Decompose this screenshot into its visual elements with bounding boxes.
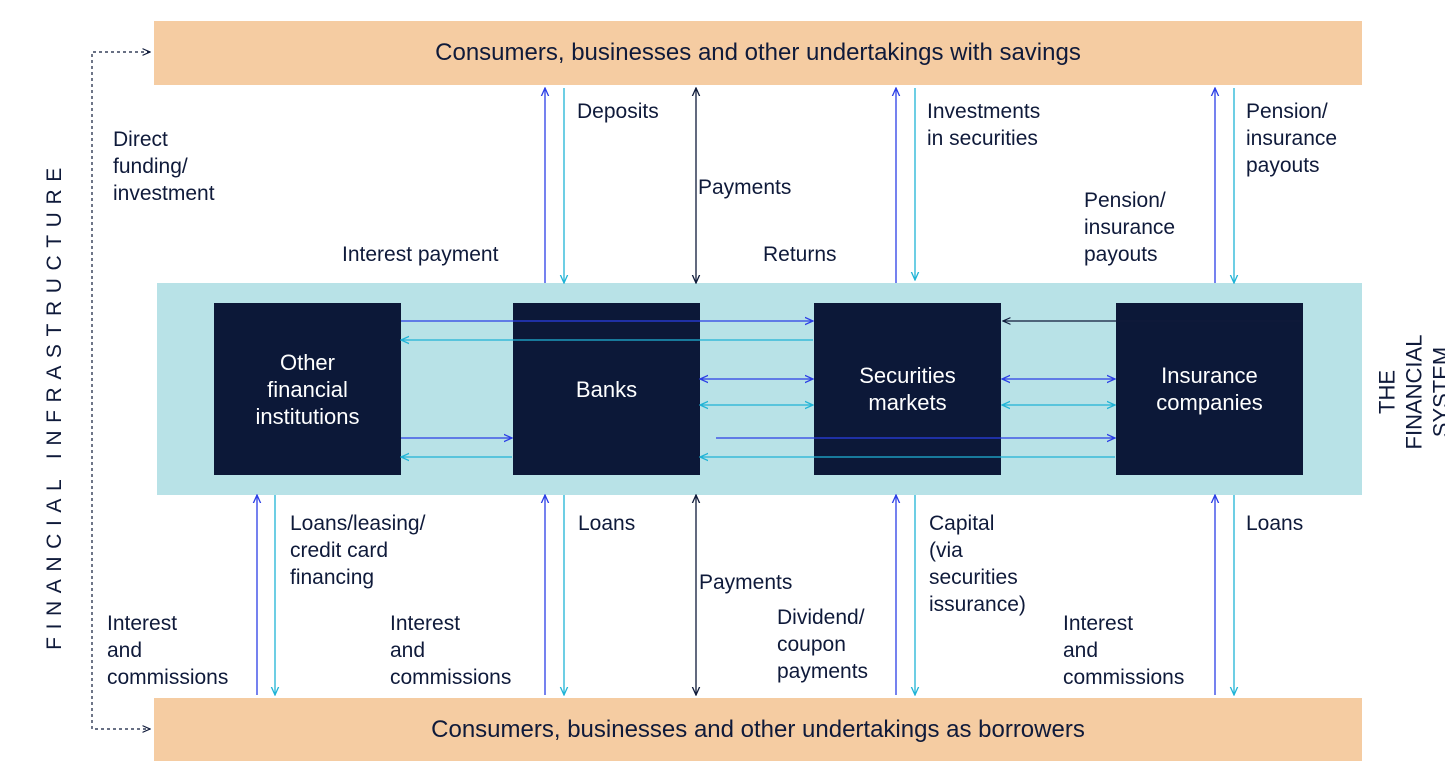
label-pension-payouts-in: Pension/ insurance payouts (1084, 189, 1176, 266)
label-interest-commissions-banks: Interest and commissions (390, 612, 512, 689)
label-interest-commissions-ins: Interest and commissions (1063, 612, 1185, 689)
borrowers-band: Consumers, businesses and other undertak… (154, 698, 1362, 761)
label-returns: Returns (763, 243, 837, 266)
label-interest-payment: Interest payment (342, 243, 499, 266)
label-loans-insurance: Loans (1246, 512, 1304, 535)
label-loans-banks: Loans (578, 512, 636, 535)
label-dividend-coupon: Dividend/ coupon payments (777, 606, 869, 683)
securities-markets-box: Securities markets (814, 303, 1001, 475)
infrastructure-bracket (91, 52, 150, 729)
label-loans-leasing: Loans/leasing/ credit card financing (290, 512, 426, 589)
label-payments-bottom: Payments (699, 571, 793, 594)
savers-band: Consumers, businesses and other undertak… (154, 21, 1362, 85)
label-pension-payouts-out: Pension/ insurance payouts (1246, 100, 1338, 177)
label-interest-commissions-ofi: Interest and commissions (107, 612, 229, 689)
banks-box: Banks (513, 303, 700, 475)
label-payments-top: Payments (698, 176, 792, 199)
label-deposits: Deposits (577, 100, 659, 123)
label-capital: Capital (via securities issurance) (929, 512, 1026, 616)
insurance-companies-box: Insurance companies (1116, 303, 1303, 475)
label-investments-securities: Investments in securities (927, 100, 1041, 150)
other-financial-institutions-box: Other financial institutions (214, 303, 401, 475)
